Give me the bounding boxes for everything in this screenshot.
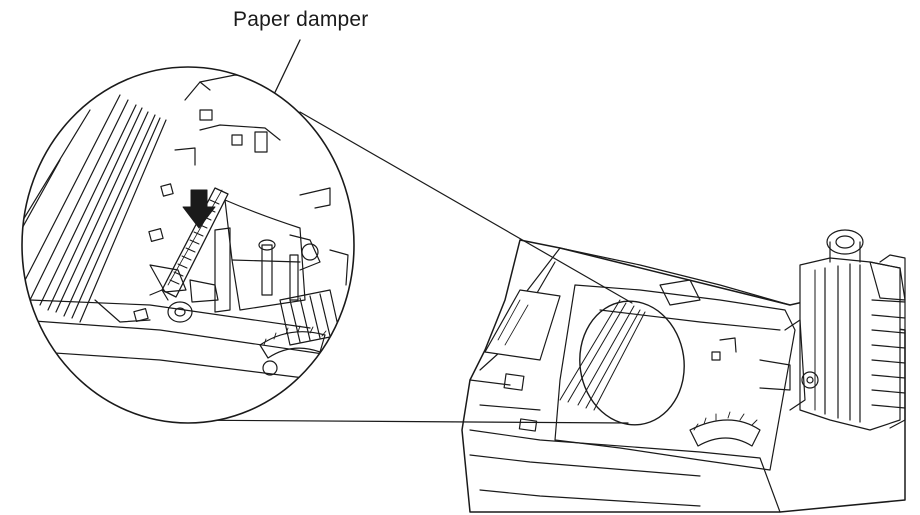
callout-label: Paper damper bbox=[233, 8, 369, 31]
push-down-arrow bbox=[183, 190, 215, 228]
magnified-detail bbox=[10, 67, 354, 423]
zoom-source-circle bbox=[572, 294, 692, 431]
printer-body bbox=[462, 230, 905, 512]
zoom-line-bottom bbox=[168, 420, 628, 423]
zoom-line-top bbox=[300, 112, 632, 303]
